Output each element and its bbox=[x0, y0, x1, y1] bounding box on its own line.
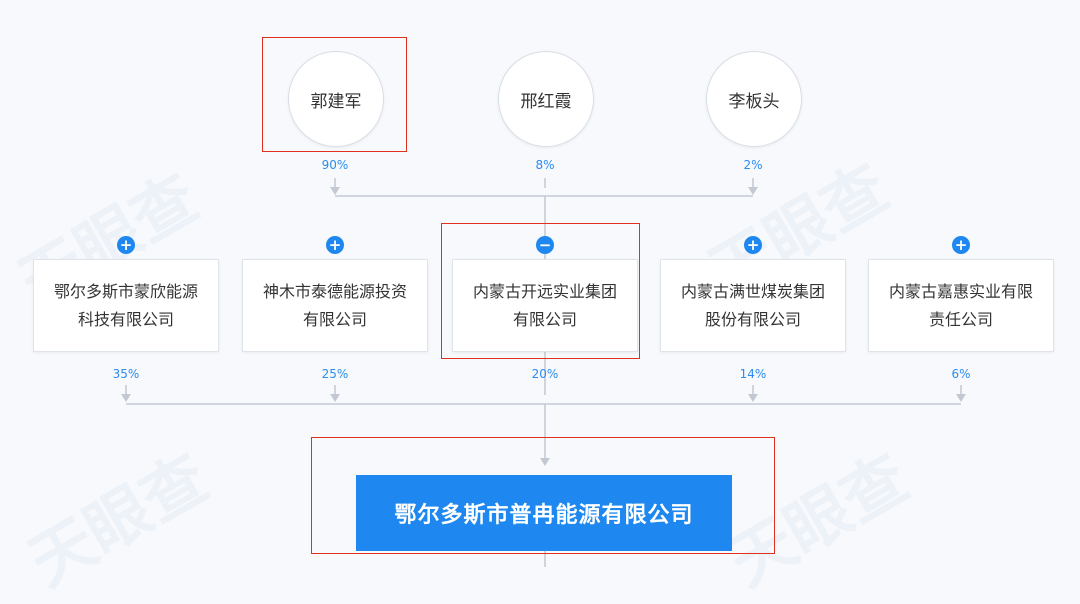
shareholder-name: 邢红霞 bbox=[520, 91, 572, 112]
company-name-line: 内蒙古嘉惠实业有限 bbox=[888, 281, 1033, 301]
company-name-line: 有限公司 bbox=[512, 309, 577, 329]
target-company-name: 鄂尔多斯市普冉能源有限公司 bbox=[394, 503, 694, 528]
share-percent: 90% bbox=[321, 158, 349, 172]
share-percent: 6% bbox=[951, 367, 971, 381]
expand-icon[interactable]: + bbox=[952, 236, 970, 254]
highlight-box bbox=[441, 223, 640, 359]
company-name-line: 有限公司 bbox=[302, 309, 367, 329]
shareholder-name: 李板头 bbox=[728, 91, 780, 112]
company-node[interactable]: 内蒙古嘉惠实业有限 责任公司 bbox=[868, 259, 1054, 352]
highlight-box bbox=[262, 37, 407, 152]
share-percent: 35% bbox=[112, 367, 140, 381]
share-percent: 2% bbox=[743, 158, 763, 172]
shareholder-node[interactable]: 邢红霞 bbox=[498, 51, 594, 147]
share-percent: 25% bbox=[321, 367, 349, 381]
highlight-box bbox=[311, 437, 775, 554]
share-percent: 20% bbox=[531, 367, 559, 381]
share-percent: 14% bbox=[739, 367, 767, 381]
shareholder-node[interactable]: 李板头 bbox=[706, 51, 802, 147]
company-node[interactable]: 内蒙古满世煤炭集团 股份有限公司 bbox=[660, 259, 846, 352]
company-name-line: 内蒙古开远实业集团 bbox=[472, 281, 617, 301]
target-company-node[interactable]: 鄂尔多斯市普冉能源有限公司 bbox=[356, 475, 732, 551]
company-name-line: 股份有限公司 bbox=[704, 309, 801, 329]
company-node[interactable]: 鄂尔多斯市蒙欣能源 科技有限公司 bbox=[33, 259, 219, 352]
shareholder-node[interactable]: 郭建军 bbox=[288, 51, 384, 147]
company-name-line: 内蒙古满世煤炭集团 bbox=[680, 281, 825, 301]
expand-icon[interactable]: + bbox=[326, 236, 344, 254]
company-name-line: 责任公司 bbox=[928, 309, 993, 329]
company-name-line: 鄂尔多斯市蒙欣能源 bbox=[53, 281, 198, 301]
expand-icon[interactable]: + bbox=[744, 236, 762, 254]
ownership-diagram: 天眼查 天眼查 天眼查 天眼查 bbox=[33, 37, 1054, 567]
company-node[interactable]: 内蒙古开远实业集团 有限公司 bbox=[452, 259, 638, 352]
company-name-line: 科技有限公司 bbox=[77, 309, 174, 329]
company-node[interactable]: 神木市泰德能源投资 有限公司 bbox=[242, 259, 428, 352]
expand-icon[interactable]: + bbox=[117, 236, 135, 254]
shareholder-name: 郭建军 bbox=[310, 91, 362, 112]
company-name-line: 神木市泰德能源投资 bbox=[262, 281, 407, 301]
collapse-icon[interactable]: − bbox=[536, 236, 554, 254]
share-percent: 8% bbox=[535, 158, 555, 172]
connector-lines bbox=[121, 178, 966, 567]
